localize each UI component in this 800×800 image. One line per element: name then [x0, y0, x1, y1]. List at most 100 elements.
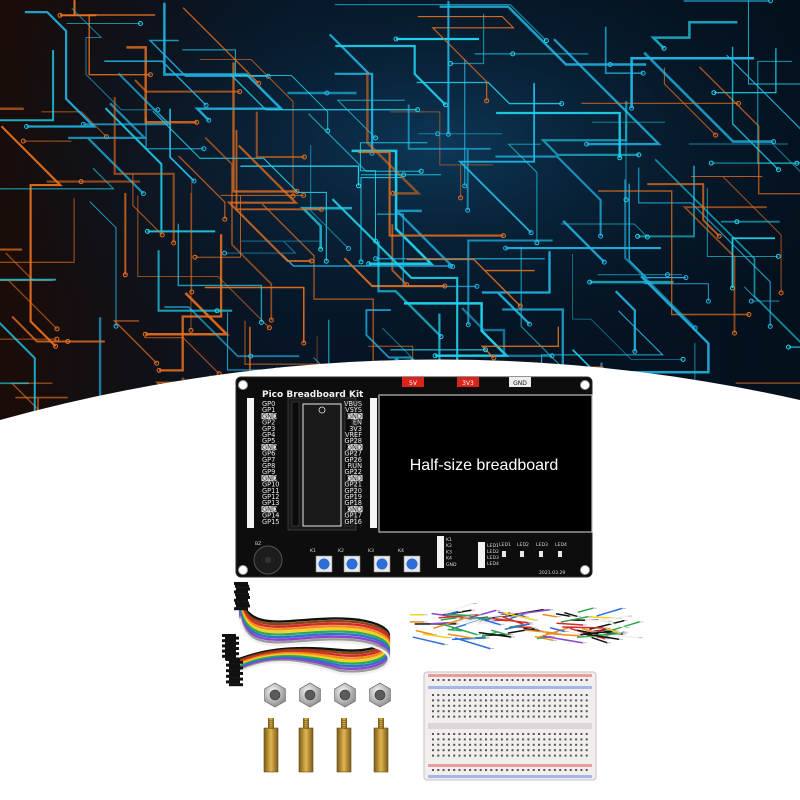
brass-standoff-icon — [336, 718, 352, 773]
pin-label: GND — [262, 474, 277, 482]
led-header-label: LED3 — [487, 555, 499, 561]
led-header-label: LED4 — [487, 561, 499, 567]
pin-label: GP1 — [262, 406, 275, 414]
jumper-wire — [454, 637, 491, 650]
push-button-4: K4 — [398, 548, 421, 573]
pin-label: EN — [353, 419, 362, 427]
pin-label: GP8 — [262, 462, 275, 470]
dupont-connector-icon — [225, 647, 239, 650]
dupont-connector-icon — [236, 587, 250, 591]
brass-standoff-icon — [298, 718, 314, 773]
dupont-connector-icon — [236, 604, 250, 608]
pin-label: GP3 — [262, 425, 275, 433]
brass-standoff-icon — [263, 718, 279, 773]
jumper-wire — [475, 616, 502, 626]
key-header — [437, 536, 444, 568]
jumper-wire — [447, 633, 473, 639]
power-header-label: 5V — [409, 380, 418, 387]
dupont-connector-icon — [226, 669, 240, 673]
buzzer-label: BZ — [255, 541, 261, 547]
dupont-connector-icon — [235, 593, 249, 597]
dupont-connector-icon — [229, 660, 243, 664]
mount-hole-icon — [238, 380, 248, 390]
brass-standoff-icon — [373, 718, 389, 773]
jumper-wire — [504, 623, 531, 630]
dupont-connector-icon — [225, 657, 239, 661]
key-header-label: GND — [446, 562, 457, 568]
push-button-3: K3 — [368, 548, 391, 573]
pin-label: GP19 — [345, 493, 362, 501]
power-header-gnd: GND — [509, 377, 531, 387]
dupont-connector-icon — [226, 674, 240, 678]
jumper-wire — [549, 627, 566, 633]
pin-label: VSYS — [345, 406, 362, 414]
led-label: LED2 — [517, 542, 529, 548]
brass-standoffs — [263, 718, 389, 773]
led-2: LED2 — [517, 542, 529, 557]
left-pin-header — [247, 398, 254, 528]
push-button-2: K2 — [338, 548, 361, 573]
jumper-wire — [439, 602, 474, 615]
pin-label: GND — [262, 505, 277, 513]
jumper-wire — [523, 627, 541, 632]
right-pin-labels: VBUSVSYSGNDEN3V3VREFGP28GNDGP27GP26RUNGP… — [344, 400, 363, 526]
dupont-connector-icon — [229, 666, 243, 670]
jumper-wire — [489, 617, 529, 624]
pin-label: GP13 — [262, 499, 279, 507]
jumper-wire — [476, 616, 504, 625]
dupont-connector-icon — [229, 672, 243, 675]
pin-label: GP4 — [262, 431, 275, 439]
jumper-wire — [487, 614, 506, 618]
board-title: Pico Breadboard Kit — [262, 390, 364, 400]
key-header-label: K4 — [446, 556, 452, 562]
pin-label: GP9 — [262, 468, 275, 476]
dupont-connector-icon — [235, 601, 249, 605]
dupont-connector-icon — [234, 598, 248, 602]
mount-hole-icon — [580, 565, 590, 575]
right-pin-header — [370, 398, 377, 528]
dupont-connector-icon — [229, 683, 243, 687]
dupont-connector-icon — [222, 634, 236, 637]
jumper-wire — [542, 635, 584, 644]
jumper-wire — [517, 609, 551, 615]
jumper-wire — [422, 633, 449, 639]
led-3: LED3 — [536, 542, 548, 557]
dupont-wire — [230, 618, 391, 678]
dupont-connector-icon — [222, 654, 236, 658]
jumper-wire — [465, 619, 482, 626]
jumper-wire — [524, 629, 559, 635]
pin-label: GP11 — [262, 487, 279, 495]
led-header — [478, 542, 485, 568]
power-header-label: GND — [513, 380, 527, 387]
jumper-wire — [600, 615, 629, 621]
jumper-wire — [577, 607, 594, 613]
led-1: LED1 — [499, 542, 511, 557]
jumper-wire — [582, 633, 620, 640]
led-label: LED1 — [499, 542, 511, 548]
jumper-wire — [440, 616, 458, 621]
jumper-wire — [555, 613, 571, 617]
mount-hole-icon — [238, 565, 248, 575]
breadboard-area — [378, 394, 593, 533]
jumper-wire — [596, 607, 623, 617]
dupont-connector-icon — [229, 677, 243, 681]
mini-breadboard — [423, 671, 597, 781]
key-label: K2 — [338, 548, 344, 554]
pin-label: GP20 — [345, 487, 362, 495]
pin-label: GP2 — [262, 419, 275, 427]
pin-label: GP18 — [345, 499, 362, 507]
dupont-connector-icon — [226, 663, 240, 667]
jumper-wire — [470, 609, 497, 619]
pin-label: GP21 — [345, 481, 362, 489]
pin-label: GND — [347, 412, 362, 420]
power-header-5v: 5V — [402, 377, 424, 387]
jumper-wire — [503, 612, 535, 621]
pin-label: GP5 — [262, 437, 275, 445]
jumper-wire-bundle — [409, 602, 644, 650]
board-date: 2021.03.29 — [539, 570, 565, 576]
